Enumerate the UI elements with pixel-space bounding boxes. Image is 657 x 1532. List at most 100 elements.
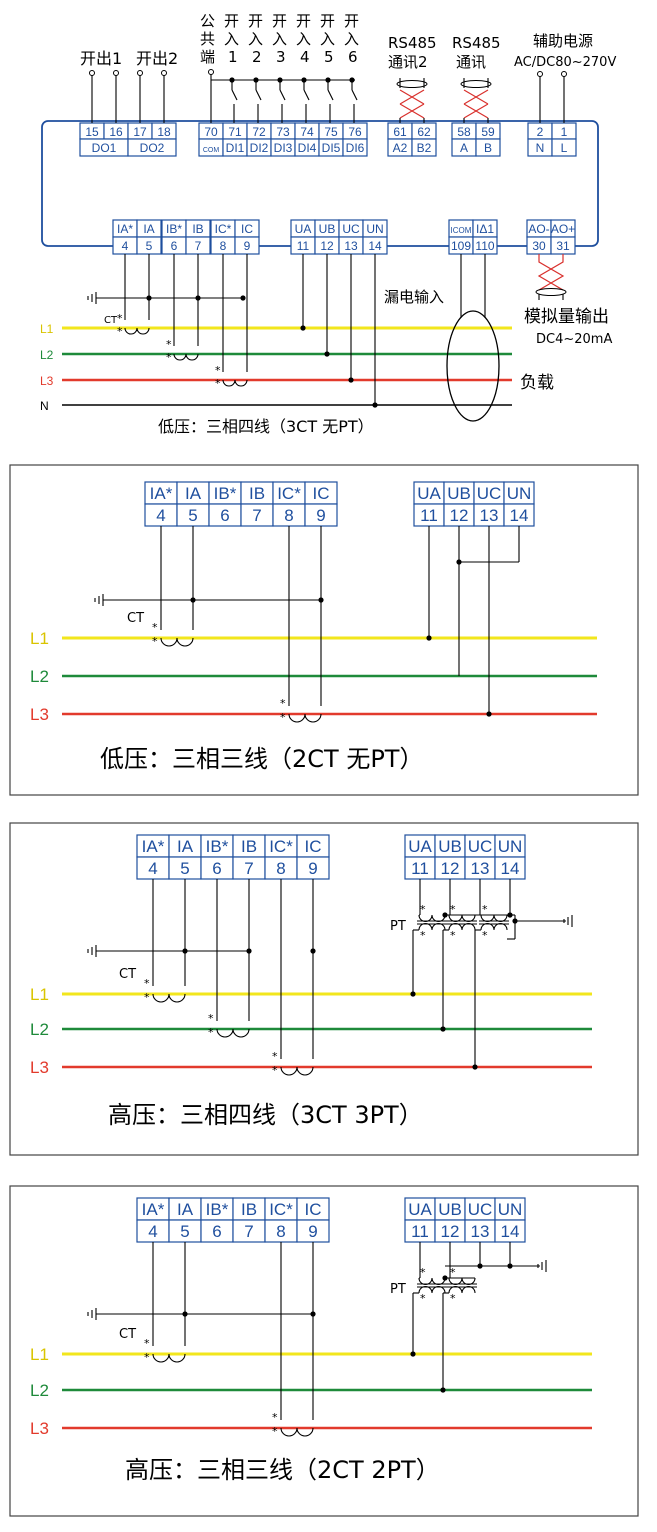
rs485-twisted-pair (399, 89, 425, 119)
terminal-number: 13 (471, 1222, 490, 1241)
leak-ct (446, 310, 500, 422)
terminal-number: 4 (148, 1222, 157, 1241)
terminal-number: 7 (195, 239, 202, 253)
polarity-mark: * (144, 1351, 150, 1364)
terminal-number: 4 (156, 506, 165, 525)
aux-power-label: 辅助电源 (533, 32, 593, 50)
caption: 低压：三相三线（2CT 无PT） (100, 745, 423, 773)
terminal-number: 12 (450, 506, 469, 525)
polarity-mark: * (482, 929, 488, 942)
terminal-number: 74 (300, 125, 314, 139)
di-switch (327, 89, 334, 101)
terminal-label: IA* (142, 837, 165, 856)
terminal-label: DO1 (92, 141, 117, 155)
di-head-1: 开 (224, 12, 239, 30)
di-head-1: 开 (320, 12, 335, 30)
polarity-mark: * (208, 1026, 214, 1039)
terminal-number: 6 (171, 239, 178, 253)
line-label-L2: L2 (30, 667, 49, 686)
pt-secondary-coil (418, 1285, 446, 1294)
common-label-2: 共 (200, 30, 215, 48)
line-label-L1: L1 (30, 629, 49, 648)
junction-dot (240, 295, 246, 301)
junction-dot (442, 1275, 448, 1281)
terminal-number: 12 (320, 239, 334, 253)
terminal-label: IB (192, 222, 203, 236)
line-label-L3: L3 (30, 1419, 49, 1438)
di-switch (279, 89, 286, 101)
terminal-number: 4 (122, 239, 129, 253)
terminal-label: IA (185, 484, 202, 503)
junction-dot (486, 711, 492, 717)
polarity-mark: * (208, 1012, 214, 1025)
terminal-label: IB* (206, 1200, 229, 1219)
terminal-label-cell (342, 138, 368, 157)
terminal-label: UA (408, 837, 432, 856)
terminal-number: 71 (228, 125, 242, 139)
aux-terminal-ring (561, 71, 567, 77)
di-num: 4 (300, 48, 310, 66)
terminal-label: IA* (150, 484, 173, 503)
terminal-number: 9 (308, 1222, 317, 1241)
panel-frame (9, 464, 639, 796)
junction-dot (440, 1026, 446, 1032)
terminal-number: 75 (324, 125, 338, 139)
junction-dot (310, 948, 316, 954)
terminal-number: 8 (276, 859, 285, 878)
terminal-label: IC* (277, 484, 301, 503)
di-switch (231, 89, 238, 101)
terminal-label: IC (305, 1200, 322, 1219)
pt-secondary-coil (418, 922, 446, 931)
terminal-number: 110 (475, 239, 494, 253)
rs485-1-sub: 通讯 (456, 53, 486, 71)
do-terminal-ring (89, 70, 95, 76)
ct-coil (280, 1066, 314, 1076)
polarity-mark: * (152, 621, 158, 634)
line-label-L3: L3 (30, 705, 49, 724)
terminal-number: 11 (297, 239, 310, 253)
polarity-mark: * (420, 929, 426, 942)
do1-label: 开出1 (80, 49, 122, 68)
terminal-number: 5 (180, 1222, 189, 1241)
terminal-number: 16 (109, 125, 123, 139)
panel-2: IA*4IA5IB*6IB7IC*8IC9UA11UB12UC13UN14L1L… (9, 822, 639, 1156)
panel-frame (9, 1185, 639, 1517)
terminal-label: COM (203, 147, 220, 154)
do-terminal-ring (137, 70, 143, 76)
junction-dot (410, 991, 416, 997)
analog-label: 模拟量输出 (524, 307, 609, 327)
terminal-label: A2 (393, 141, 408, 155)
polarity-mark: * (420, 903, 426, 916)
terminal-number: 11 (411, 859, 429, 878)
polarity-mark: * (450, 1292, 456, 1305)
terminal-number: 1 (561, 125, 568, 139)
line-label-L2: L2 (30, 1381, 49, 1400)
polarity-mark: * (280, 697, 286, 710)
ct-coil (288, 713, 322, 723)
terminal-label: IA* (117, 222, 133, 236)
di-switch (351, 89, 358, 101)
di-num: 6 (348, 48, 358, 66)
terminal-label: UA (417, 484, 441, 503)
junction-dot (410, 1351, 416, 1357)
junction-dot (426, 635, 432, 641)
line-label-L3: L3 (40, 374, 54, 388)
polarity-mark: * (272, 1411, 278, 1424)
terminal-number: 72 (252, 125, 266, 139)
panel-frame (9, 822, 639, 1156)
analog-shield (535, 288, 567, 296)
terminal-label: UB (438, 1200, 462, 1219)
ct-a-coil (124, 327, 150, 335)
ct-b-coil (173, 353, 199, 361)
polarity-mark: * (144, 977, 150, 990)
polarity-mark: * (144, 991, 150, 1004)
terminal-number: 4 (148, 859, 157, 878)
terminal-label: IB* (166, 222, 182, 236)
polarity-mark: * (117, 312, 123, 325)
polarity-mark: * (144, 1337, 150, 1350)
leak-label: 漏电输入 (384, 288, 444, 306)
terminal-number: 11 (420, 506, 438, 525)
terminal-label: IΔ1 (476, 222, 494, 236)
terminal-number: 11 (411, 1222, 429, 1241)
polarity-mark: * (450, 929, 456, 942)
